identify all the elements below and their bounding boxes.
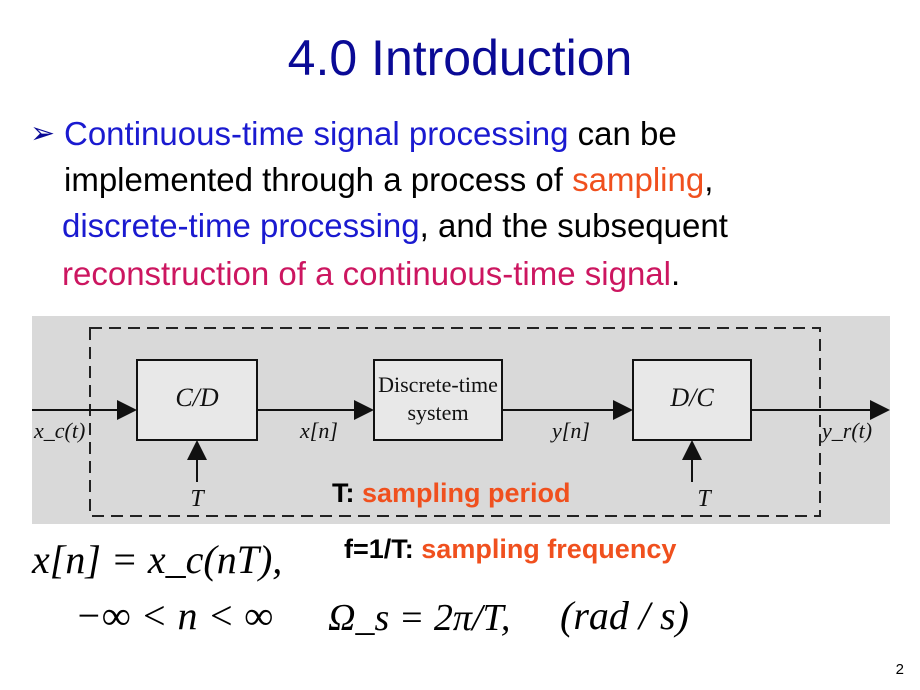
units-rad-per-s: (rad / s) (560, 593, 689, 638)
highlight-sampling: sampling (572, 161, 705, 198)
t-prefix: T: (332, 478, 355, 508)
yn-label: y[n] (550, 418, 590, 443)
dt-system-block (373, 359, 503, 441)
text-subsequent: , and the subsequent (419, 207, 728, 244)
text-implemented: implemented through a process of (64, 161, 573, 198)
input-label: x_c(t) (33, 418, 85, 443)
t-left-label: T (190, 486, 205, 512)
highlight-dt-processing: discrete-time processing (62, 207, 420, 244)
sampling-period-annotation: T: sampling period (332, 478, 571, 509)
output-label: y_r(t) (820, 418, 872, 443)
sampling-equation: x[n] = x_c(nT), (32, 537, 283, 582)
bullet-line-4: reconstruction of a continuous-time sign… (62, 252, 680, 296)
xn-label: x[n] (299, 418, 338, 443)
bullet-line-2: implemented through a process of samplin… (64, 158, 713, 202)
dc-block (632, 359, 752, 441)
index-range-equation: −∞ < n < ∞ (75, 593, 274, 638)
cd-block (136, 359, 258, 441)
sampling-frequency-annotation: f=1/T: sampling frequency (344, 534, 676, 565)
t-right-label: T (697, 486, 712, 512)
slide-title: 4.0 Introduction (287, 30, 633, 86)
t-text: sampling period (354, 478, 571, 508)
page-number: 2 (895, 661, 904, 678)
text-can-be: can be (568, 115, 677, 152)
dc-label: D/C (669, 383, 714, 412)
text-comma: , (704, 161, 714, 198)
block-diagram-svg: C/D Discrete-time system D/C x_c(t) x[n]… (32, 316, 890, 524)
highlight-reconstruction: reconstruction of a continuous-time sign… (62, 255, 671, 292)
bullet-line-3: discrete-time processing, and the subseq… (62, 204, 728, 248)
dt-label-1: Discrete-time (378, 372, 498, 397)
omega-s-equation: Ω_s = 2π/T, (328, 597, 511, 639)
f-prefix: f=1/T: (344, 534, 414, 564)
block-diagram-figure: C/D Discrete-time system D/C x_c(t) x[n]… (32, 316, 890, 524)
bullet-line-1: Continuous-time signal processing can be (64, 112, 677, 156)
f-text: sampling frequency (413, 534, 677, 564)
cd-label: C/D (175, 383, 219, 412)
dashed-enclosure (89, 327, 821, 517)
dt-label-2: system (407, 400, 468, 425)
bullet-arrow-icon: ➢ (30, 117, 56, 150)
highlight-ct-processing: Continuous-time signal processing (64, 115, 569, 152)
text-period: . (671, 255, 681, 292)
